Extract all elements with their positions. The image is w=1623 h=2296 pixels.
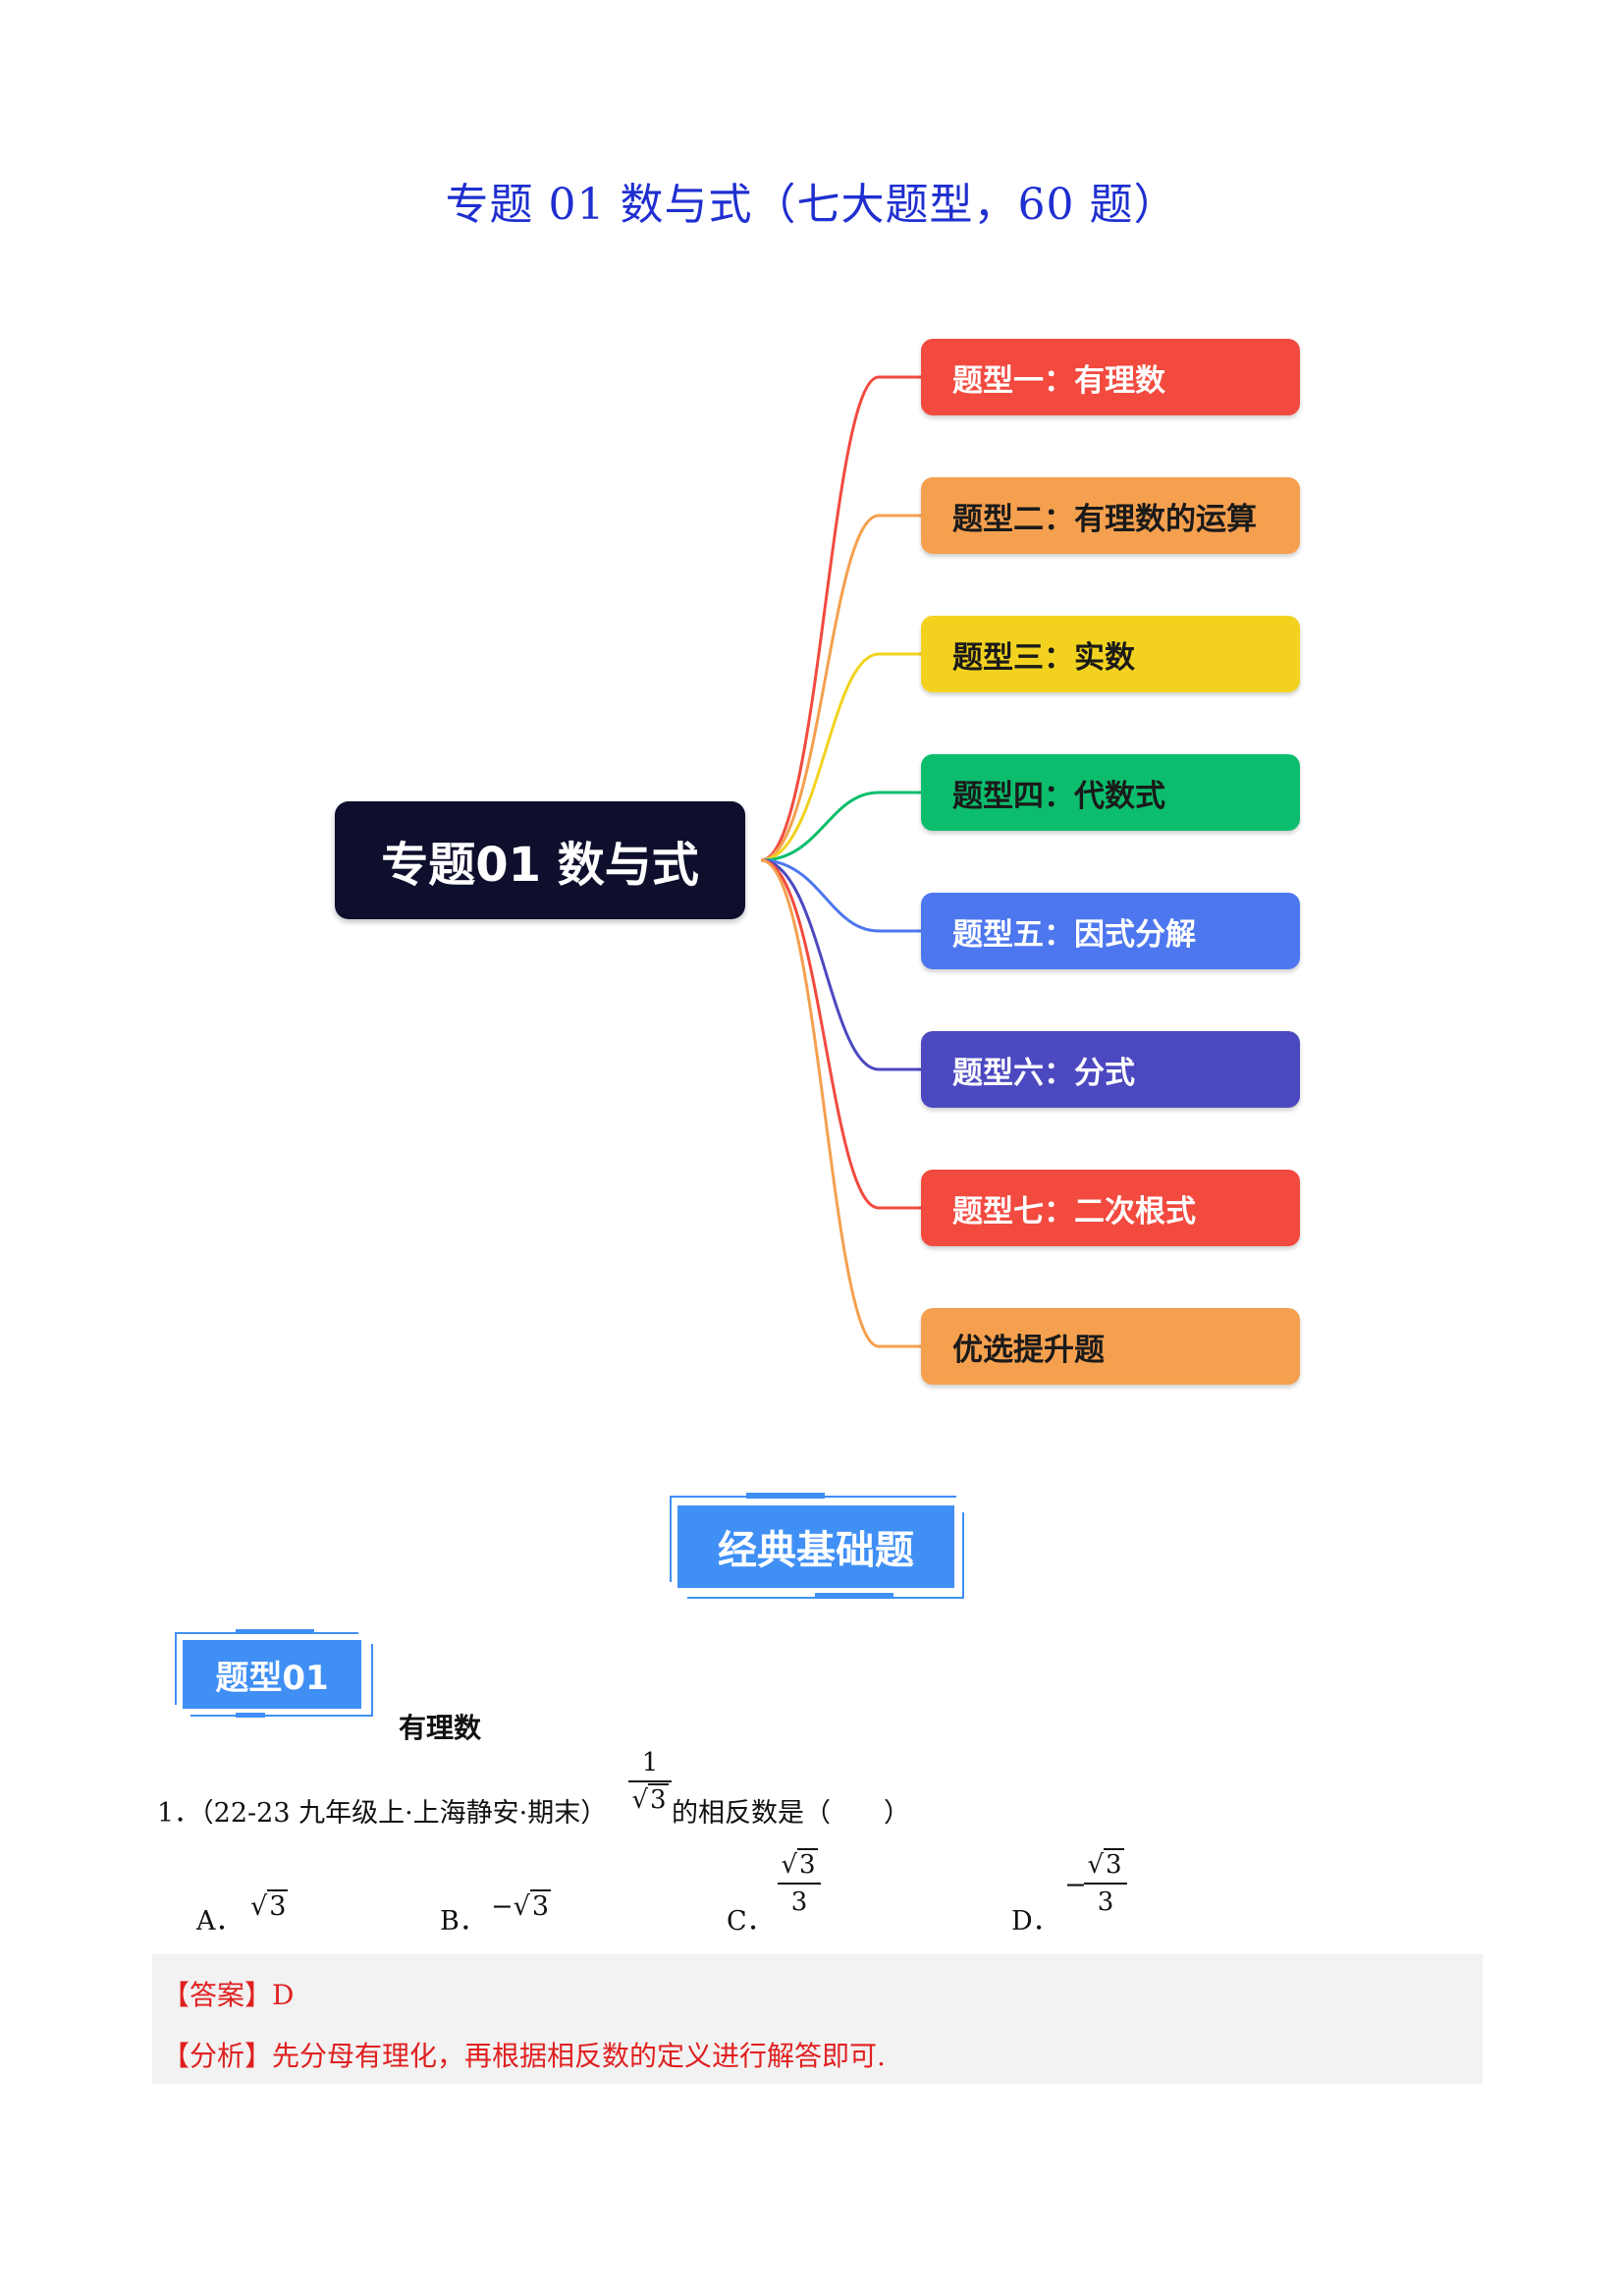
mindmap-branch-2: 题型二：有理数的运算 <box>921 477 1300 554</box>
fraction-numerator: √3 <box>1087 1848 1124 1880</box>
mindmap-root: 专题01 数与式 <box>335 801 745 919</box>
section-banner: 经典基础题 <box>677 1505 954 1588</box>
fraction-bar <box>778 1883 821 1885</box>
option-letter: A． <box>196 1906 243 1937</box>
mindmap-connector-7 <box>760 858 921 1210</box>
question-prefix: 1．（22-23 九年级上·上海静安·期末） <box>157 1798 608 1829</box>
question-suffix: 的相反数是（ ） <box>672 1798 910 1829</box>
fraction-bar <box>1084 1883 1127 1885</box>
mindmap-branch-4: 题型四：代数式 <box>921 754 1300 831</box>
option-value: √3 3 <box>1084 1848 1127 1917</box>
type-name: 有理数 <box>399 1712 482 1744</box>
option-letter: C． <box>727 1906 774 1937</box>
radicand: 3 <box>797 1848 818 1880</box>
radicand: 3 <box>529 1889 552 1922</box>
fraction-numerator: 1 <box>641 1748 659 1777</box>
mindmap-branch-6: 题型六：分式 <box>921 1031 1300 1108</box>
analysis-text: 先分母有理化，再根据相反数的定义进行解答即可. <box>272 2040 886 2072</box>
fraction-bar <box>628 1780 672 1782</box>
answer-value: D <box>272 1979 295 2011</box>
analysis-tag: 【分析】 <box>162 2040 273 2072</box>
option-sign: − <box>1064 1870 1087 1900</box>
answer-line: 【答案】D <box>162 1974 294 2013</box>
mindmap-connector-2 <box>760 514 921 862</box>
option-value: √3 3 <box>778 1848 821 1917</box>
answer-box: 【答案】D 【分析】先分母有理化，再根据相反数的定义进行解答即可. <box>152 1954 1483 2084</box>
option-letter: B． <box>440 1906 486 1937</box>
type-badge: 题型01 <box>183 1640 361 1709</box>
mindmap-branch-1: 题型一：有理数 <box>921 339 1300 415</box>
mindmap-connector-8 <box>760 858 921 1348</box>
fraction-denominator: 3 <box>790 1887 808 1917</box>
mindmap-connector-6 <box>760 858 921 1071</box>
question-fraction: 1 √3 <box>628 1748 672 1815</box>
analysis-line: 【分析】先分母有理化，再根据相反数的定义进行解答即可. <box>162 2035 886 2074</box>
mindmap-connector-3 <box>760 652 921 862</box>
radicand: 3 <box>648 1783 669 1815</box>
fraction-denominator: √3 <box>631 1783 669 1815</box>
option-value: √3 <box>250 1889 289 1922</box>
answer-tag: 【答案】 <box>162 1979 273 2011</box>
mindmap-branch-8: 优选提升题 <box>921 1308 1300 1385</box>
mindmap-connector-5 <box>760 858 921 933</box>
option-sign: − <box>491 1891 514 1922</box>
mindmap-branch-5: 题型五：因式分解 <box>921 893 1300 969</box>
fraction-numerator: √3 <box>781 1848 818 1880</box>
radicand: 3 <box>267 1889 289 1922</box>
radicand: 3 <box>1104 1848 1124 1880</box>
mindmap-branch-3: 题型三：实数 <box>921 616 1300 692</box>
document-title: 专题 01 数与式（七大题型，60 题） <box>445 180 1178 230</box>
option-letter: D． <box>1011 1906 1059 1937</box>
fraction-denominator: 3 <box>1097 1887 1114 1917</box>
mindmap-connector-4 <box>760 791 921 862</box>
option-value: −√3 <box>491 1889 552 1922</box>
mindmap-branch-7: 题型七：二次根式 <box>921 1170 1300 1246</box>
mindmap-connector-1 <box>760 375 921 862</box>
